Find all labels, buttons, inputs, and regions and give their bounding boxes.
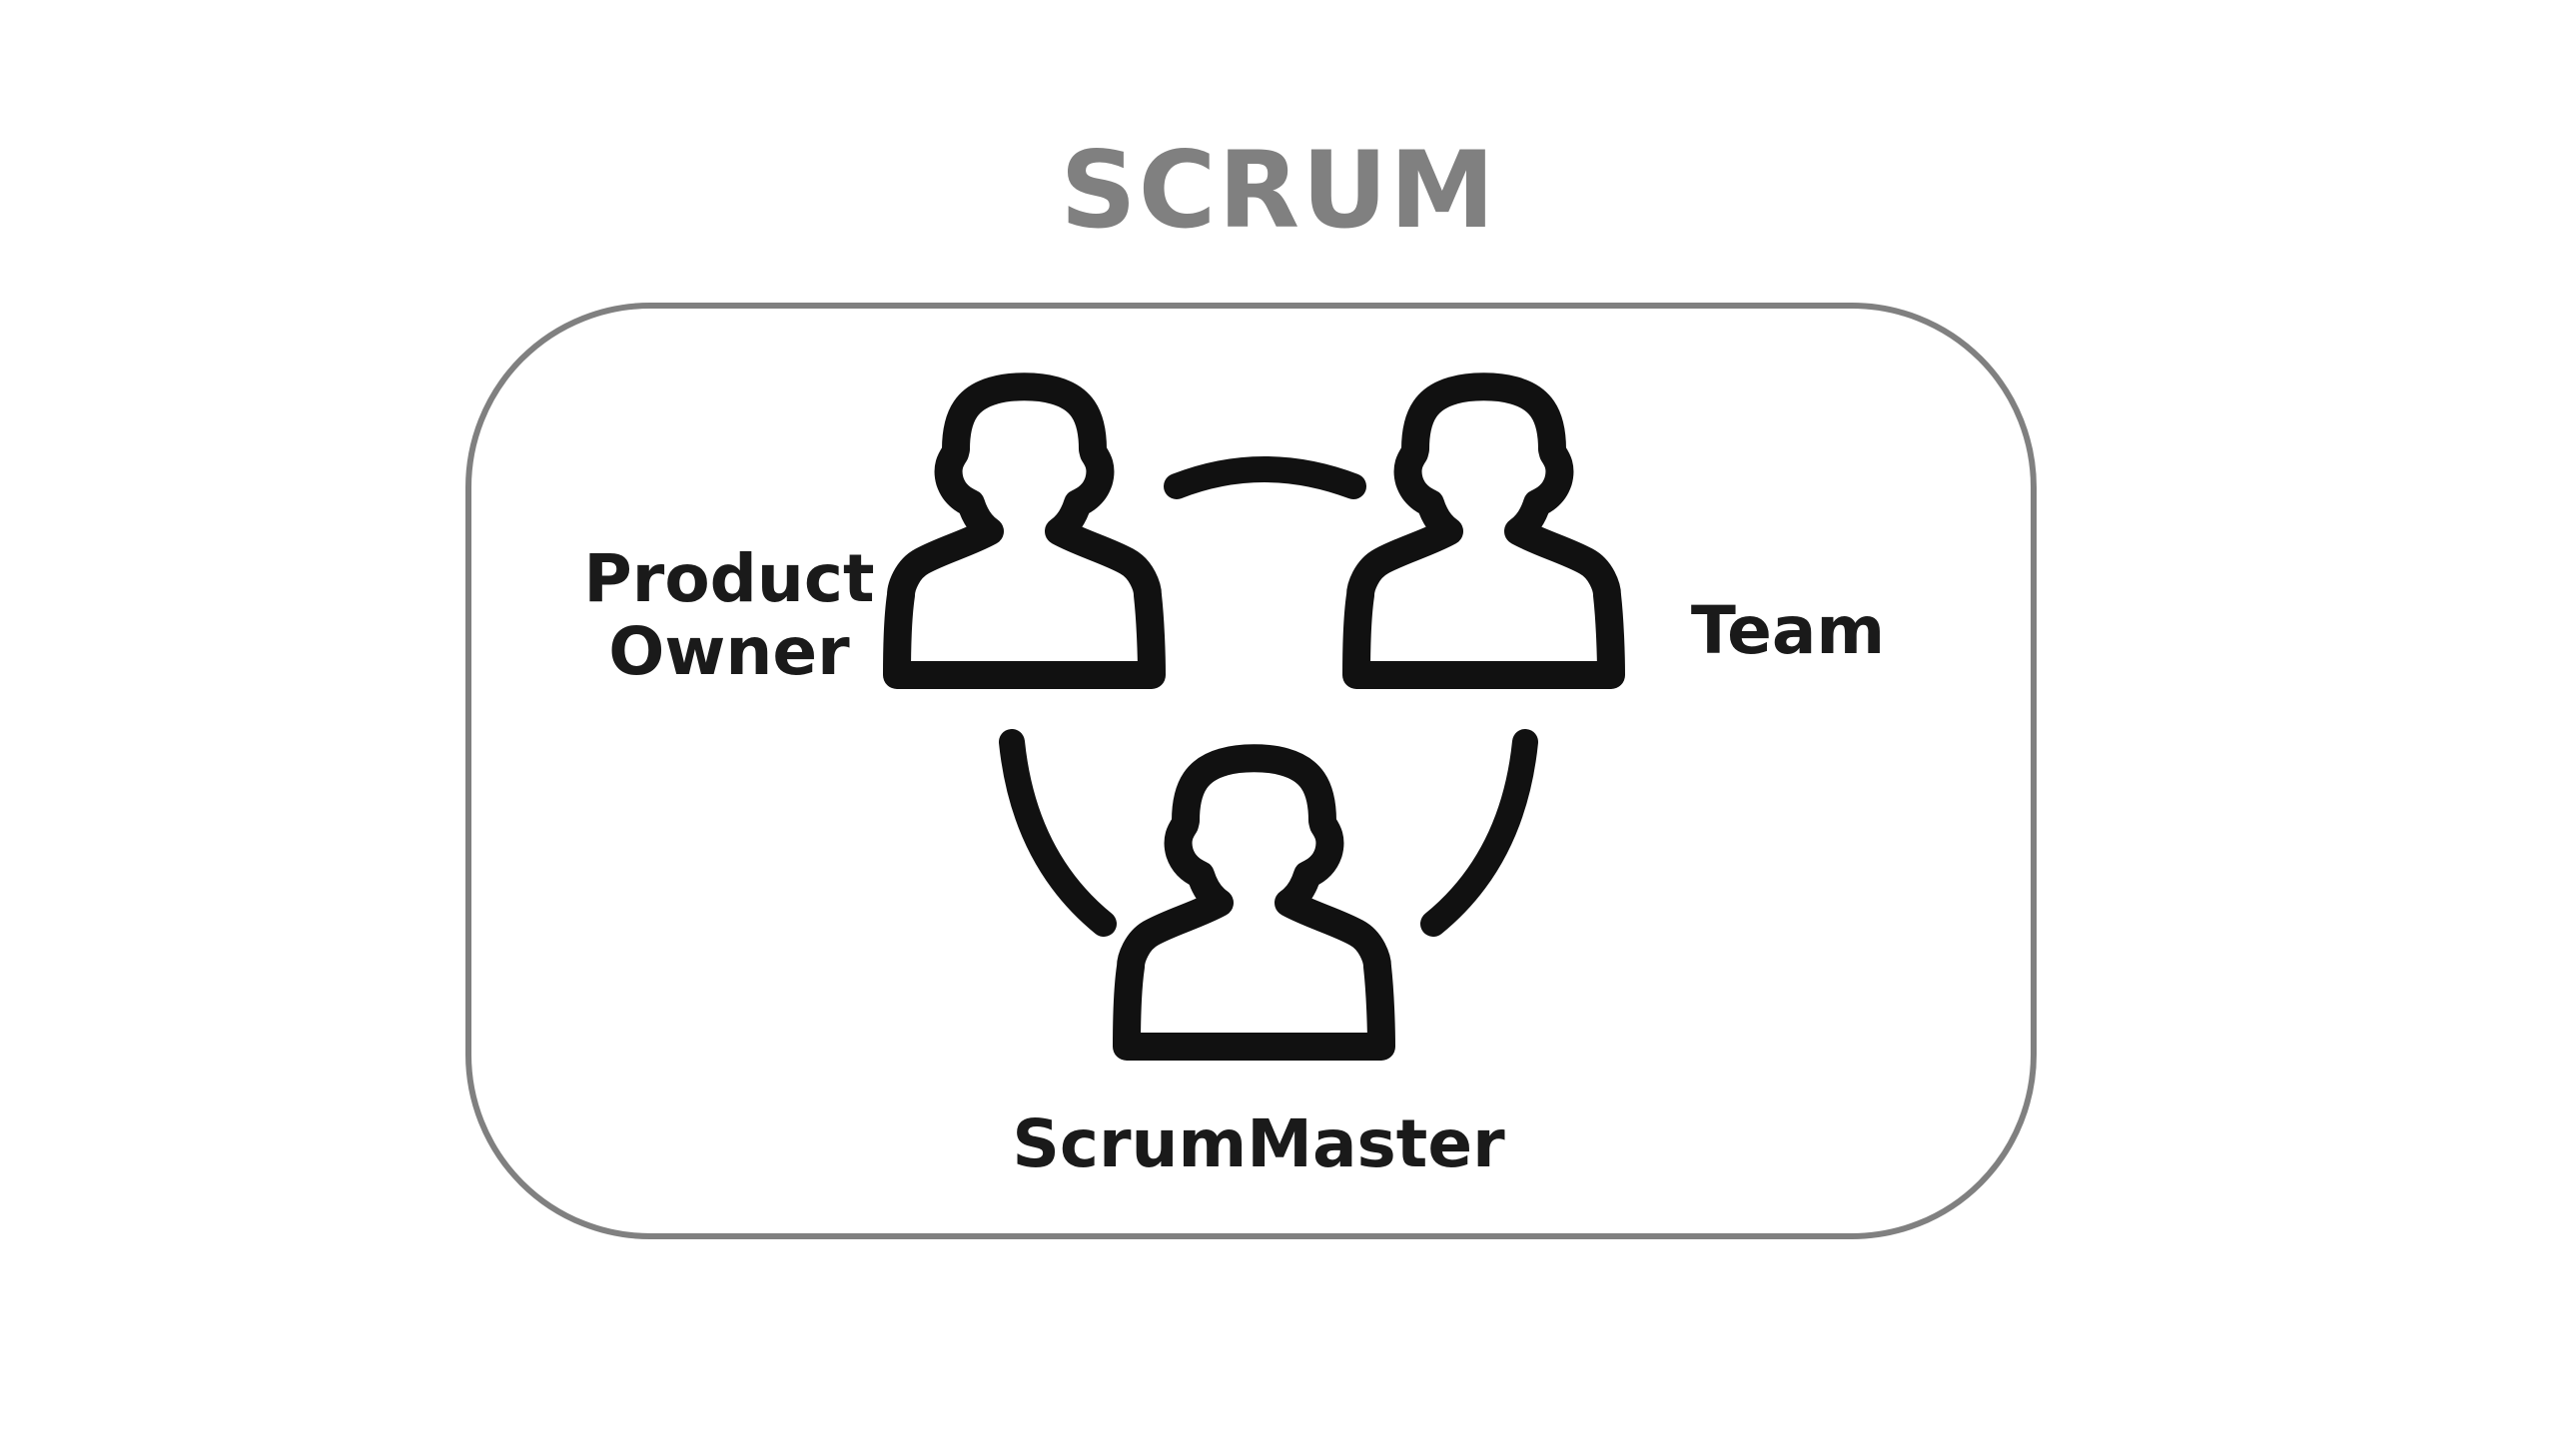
connector-team-scrummaster — [1420, 729, 1538, 937]
team-label: Team — [1690, 592, 1886, 669]
scrum-master-label: ScrumMaster — [1012, 1105, 1505, 1182]
scrum-master-person-icon — [1127, 758, 1381, 1047]
product-owner-label-line2: Owner — [608, 612, 850, 690]
rounded-frame — [465, 303, 2037, 1239]
team-person-icon — [1356, 386, 1611, 675]
connector-po-team — [1164, 456, 1366, 499]
product-owner-label-line1: Product — [583, 540, 875, 617]
product-owner-person-icon — [897, 386, 1152, 675]
diagram-title: SCRUM — [1060, 129, 1497, 252]
product-owner-label: Product Owner — [539, 540, 919, 690]
connector-po-scrummaster — [999, 729, 1117, 937]
